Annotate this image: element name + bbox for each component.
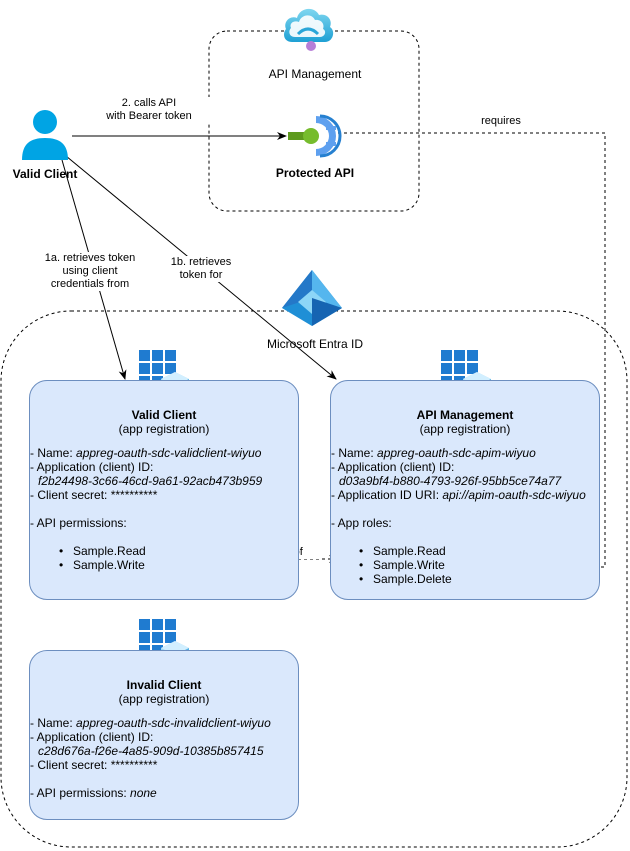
invalid-client-card-title: Invalid Client — [126, 678, 202, 692]
edge-retrieves-token-from-line1: 1a. retrieves token — [44, 252, 136, 264]
apim-card-subtitle: (app registration) — [419, 422, 511, 436]
edge-calls-api-label: 2. calls API with Bearer token — [84, 97, 214, 123]
appid-value: c28d676a-f26e-4a85-909d-10385b857415 — [38, 744, 264, 758]
invalid-client-secret: - Client secret: ********** — [30, 758, 158, 772]
apim-appid-value: d03a9bf4-b880-4793-926f-95bb5ce74a77 — [339, 474, 561, 488]
api-management-cloud-icon — [284, 8, 334, 51]
valid-client-secret: - Client secret: ********** — [30, 488, 158, 502]
apim-card-title: API Management — [416, 408, 514, 422]
valid-client-card-title: Valid Client — [131, 408, 197, 422]
apim-roles-label: - App roles: — [331, 516, 392, 530]
valid-client-appid-label: - Application (client) ID: — [30, 460, 154, 474]
list-item: Sample.Delete — [359, 572, 452, 586]
name-value: appreg-oauth-sdc-validclient-wiyuo — [76, 446, 262, 460]
permissions-value: none — [130, 786, 157, 800]
apim-appid-label: - Application (client) ID: — [331, 460, 455, 474]
valid-client-card-subtitle: (app registration) — [118, 422, 210, 436]
edge-calls-api-label-line2: with Bearer token — [106, 110, 192, 122]
appid-value: d03a9bf4-b880-4793-926f-95bb5ce74a77 — [339, 474, 562, 488]
list-item: Sample.Write — [359, 558, 452, 572]
api-management-group-label: API Management — [268, 67, 362, 81]
protected-api-icon — [288, 114, 342, 158]
valid-client-registration-card: Valid Client (app registration) - Name: … — [29, 380, 299, 600]
invalid-client-appid-label: - Application (client) ID: — [30, 730, 154, 744]
name-label: - Name: — [30, 716, 77, 730]
entra-id-icon — [282, 270, 342, 326]
apim-appid-uri: - Application ID URI: api://apim-oauth-s… — [331, 488, 586, 502]
edge-requires-label: requires — [470, 115, 532, 128]
user-icon — [22, 110, 68, 160]
valid-client-actor-label: Valid Client — [12, 167, 78, 181]
name-value: appreg-oauth-sdc-apim-wiyuo — [377, 446, 536, 460]
protected-api-label: Protected API — [275, 166, 355, 180]
valid-client-name: - Name: appreg-oauth-sdc-validclient-wiy… — [30, 446, 261, 460]
edge-retrieves-token-from-line3: credentials from — [50, 278, 130, 290]
valid-client-permissions-list: Sample.Read Sample.Write — [59, 544, 146, 572]
entra-label: Microsoft Entra ID — [266, 337, 364, 351]
apim-name: - Name: appreg-oauth-sdc-apim-wiyuo — [331, 446, 536, 460]
list-item: Sample.Read — [59, 544, 146, 558]
invalid-client-permissions: - API permissions: none — [30, 786, 157, 800]
list-item: Sample.Read — [359, 544, 452, 558]
apim-roles-list: Sample.Read Sample.Write Sample.Delete — [359, 544, 452, 586]
invalid-client-appid-value: c28d676a-f26e-4a85-909d-10385b857415 — [38, 744, 264, 758]
invalid-client-name: - Name: appreg-oauth-sdc-invalidclient-w… — [30, 716, 271, 730]
edge-calls-api-label-line1: 2. calls API — [121, 97, 177, 109]
valid-client-appid-value: f2b24498-3c66-46cd-9a61-92acb473b959 — [38, 474, 262, 488]
appid-uri-label: - Application ID URI: — [331, 488, 443, 502]
list-item: Sample.Write — [59, 558, 146, 572]
apim-registration-card: API Management (app registration) - Name… — [330, 380, 600, 600]
name-label: - Name: — [30, 446, 77, 460]
invalid-client-registration-card: Invalid Client (app registration) - Name… — [29, 650, 299, 820]
valid-client-permissions-label: - API permissions: — [30, 516, 127, 530]
edge-retrieves-token-from-line2: using client — [62, 265, 118, 277]
edge-retrieves-token-for-line2: token for — [179, 269, 223, 281]
name-label: - Name: — [331, 446, 378, 460]
name-value: appreg-oauth-sdc-invalidclient-wiyuo — [76, 716, 271, 730]
appid-value: f2b24498-3c66-46cd-9a61-92acb473b959 — [38, 474, 263, 488]
edge-retrieves-token-for-label: 1b. retrieves token for — [164, 256, 238, 282]
edge-retrieves-token-from-label: 1a. retrieves token using client credent… — [27, 252, 153, 291]
invalid-client-card-subtitle: (app registration) — [118, 692, 210, 706]
appid-uri-value: api://apim-oauth-sdc-wiyuo — [442, 488, 586, 502]
edge-retrieves-token-for-line1: 1b. retrieves — [170, 256, 232, 268]
permissions-label: - API permissions: — [30, 786, 131, 800]
